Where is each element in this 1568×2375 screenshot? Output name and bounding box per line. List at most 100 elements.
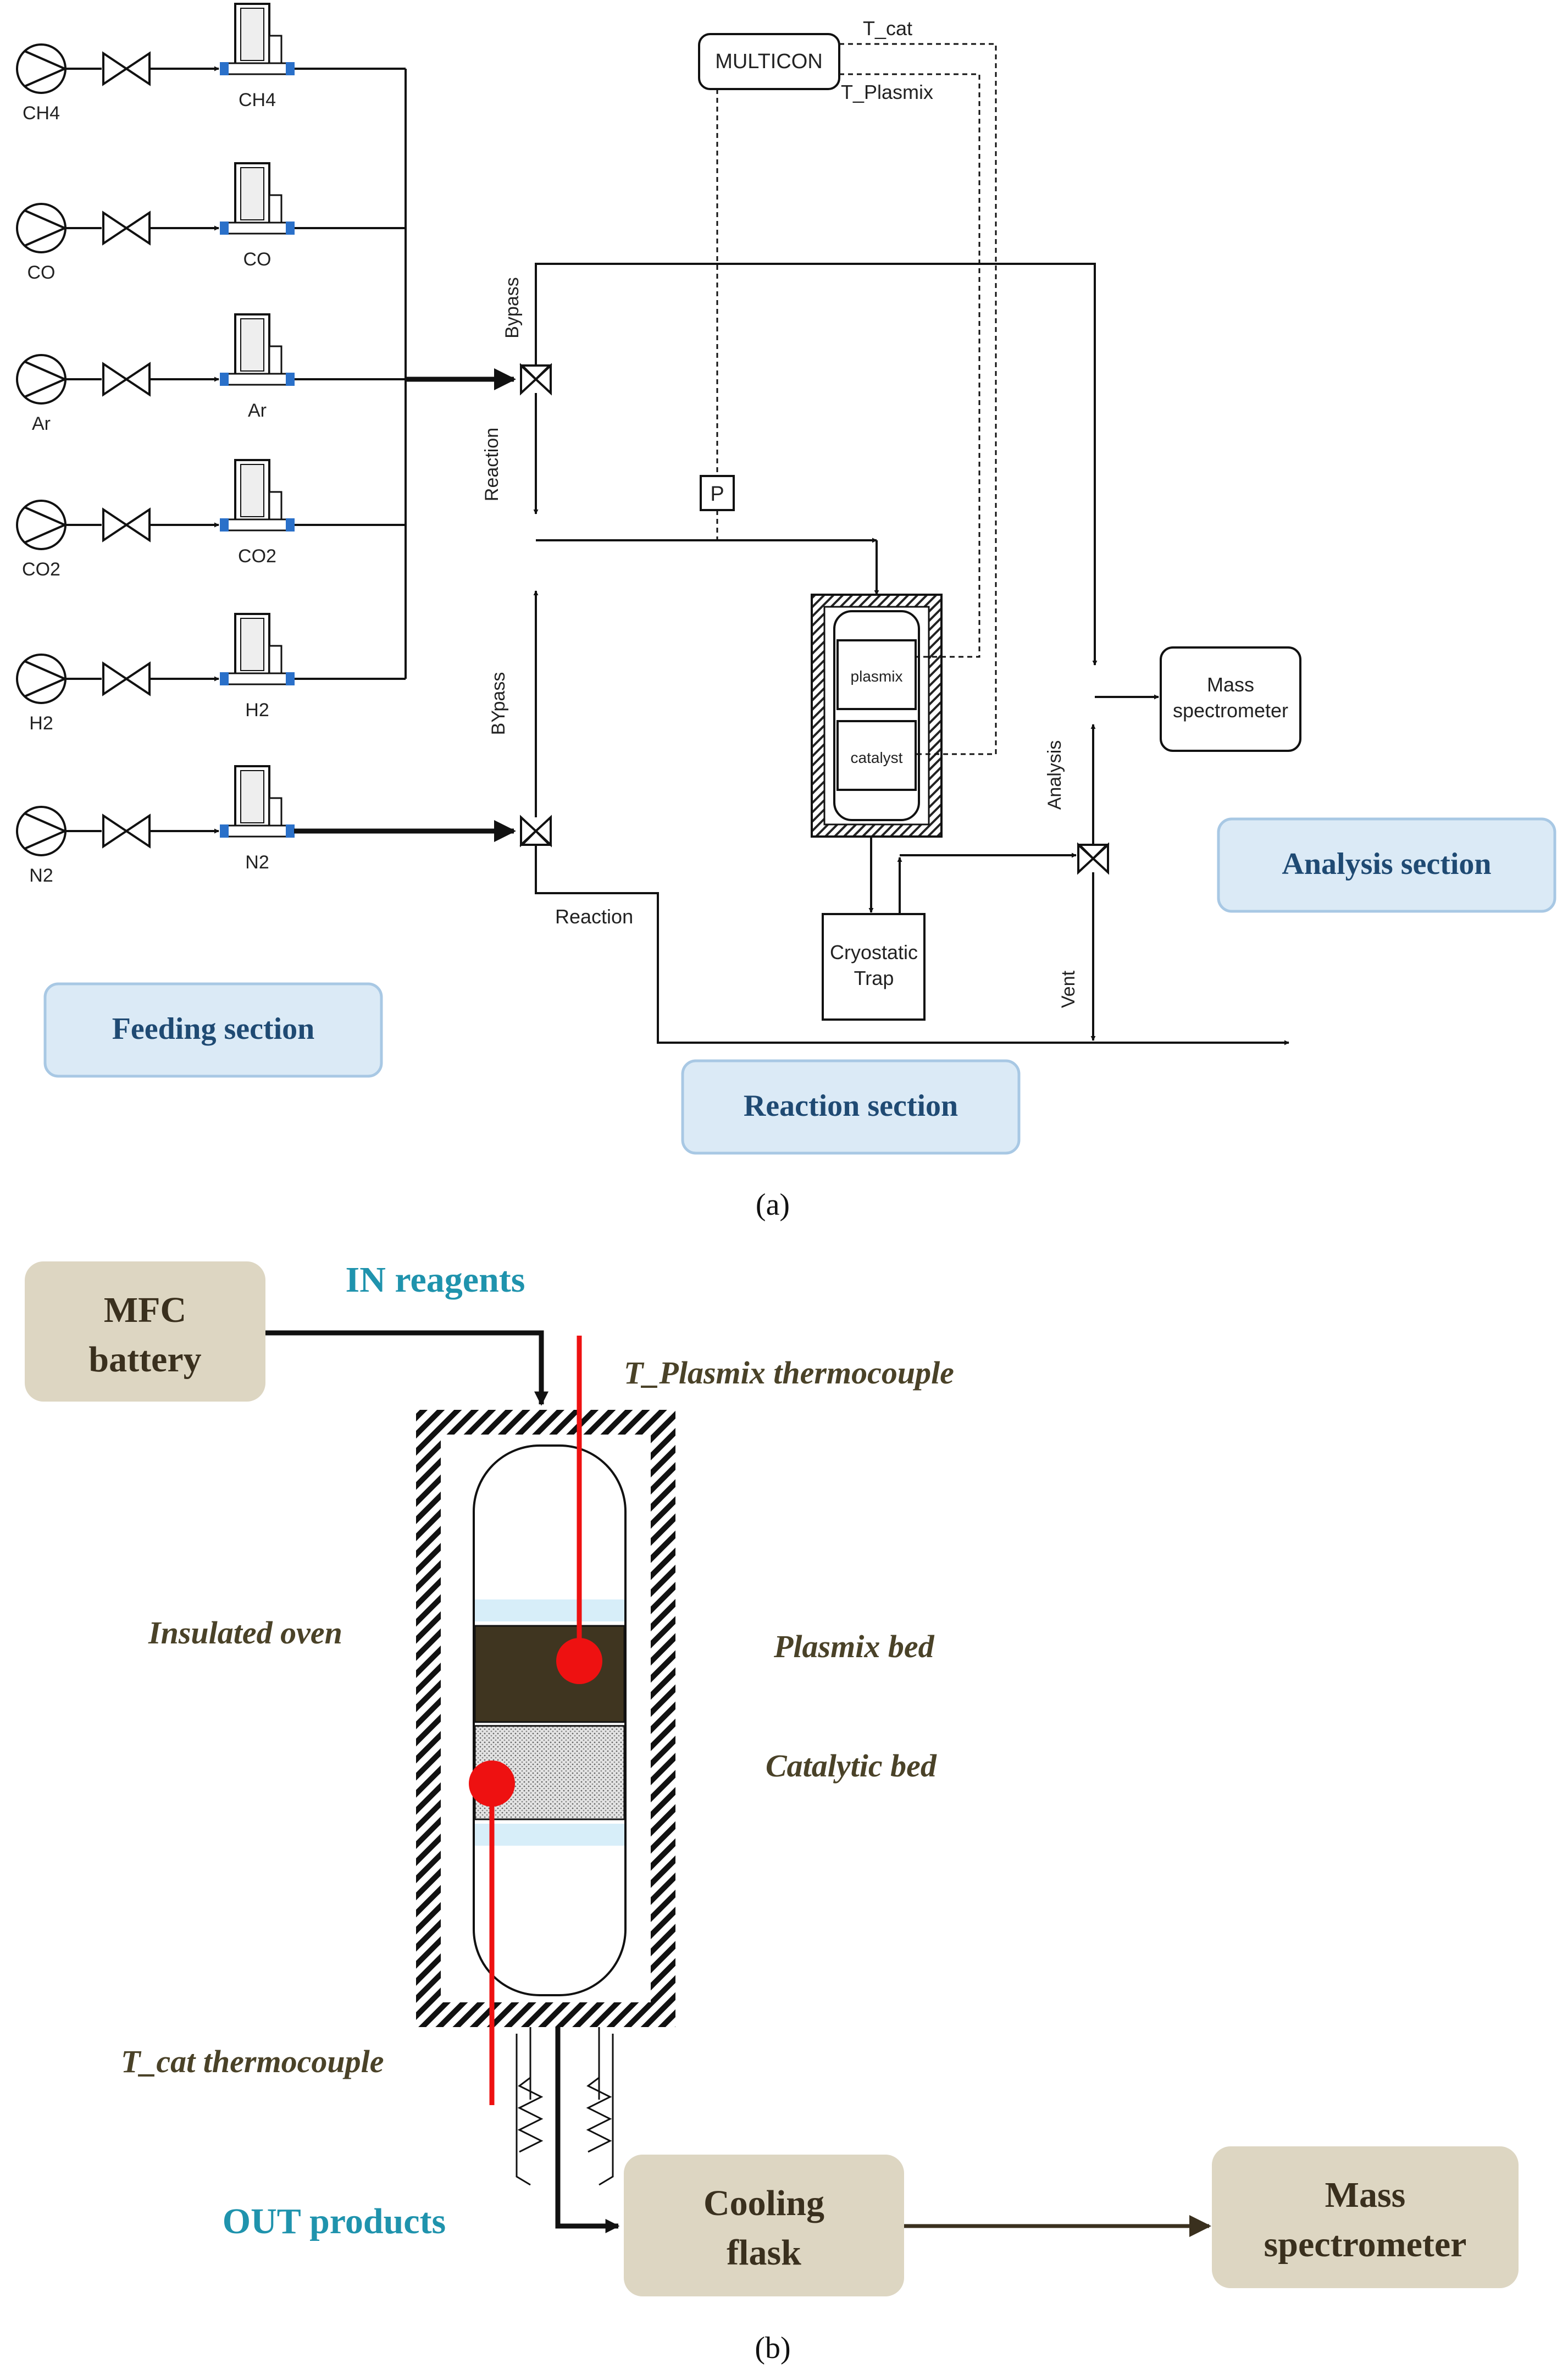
mfc-icon-side bbox=[268, 35, 282, 65]
needle-valve-icon-half bbox=[124, 661, 151, 696]
plasmix-bed bbox=[474, 1625, 625, 1723]
mfc-battery-label-1: MFC bbox=[104, 1290, 186, 1330]
gas-source-arrow bbox=[24, 660, 68, 697]
reaction-section-label: Reaction section bbox=[744, 1089, 958, 1123]
three-way-valve-bottom bbox=[519, 815, 552, 848]
gas-label: CH4 bbox=[23, 103, 60, 124]
feeding-section-box bbox=[43, 982, 383, 1078]
plasmix-box bbox=[836, 639, 917, 710]
gas-source-icon bbox=[16, 500, 67, 550]
analysis-section-box bbox=[1217, 817, 1556, 913]
needle-valve-icon-half bbox=[124, 507, 151, 542]
catalyst-box bbox=[836, 720, 917, 791]
mfc-inlet-fitting bbox=[220, 672, 229, 685]
caption-b: (b) bbox=[755, 2331, 790, 2365]
t-cat-thermocouple-label: T_cat thermocouple bbox=[121, 2044, 384, 2079]
bypass-bottom-label: BYpass bbox=[488, 672, 509, 735]
plasmix-label: plasmix bbox=[851, 668, 903, 685]
catalyst-label: catalyst bbox=[851, 749, 903, 766]
out-product-line bbox=[555, 2027, 620, 2233]
cooling-flask-label-1: Cooling bbox=[703, 2183, 824, 2223]
needle-valve-icon bbox=[102, 813, 129, 849]
mfc-battery-box bbox=[25, 1261, 265, 1402]
multicon-label: MULTICON bbox=[715, 50, 823, 73]
gas-label: H2 bbox=[29, 713, 53, 734]
mfc-base bbox=[220, 672, 295, 685]
analysis-label: Analysis bbox=[1044, 740, 1065, 810]
mfc-inlet-fitting bbox=[220, 62, 229, 75]
reactor bbox=[811, 594, 943, 838]
needle-valve-icon-half bbox=[124, 813, 151, 849]
cooling-flask-label-2: flask bbox=[727, 2233, 801, 2273]
needle-valve-icon bbox=[102, 362, 129, 397]
mfc-outlet-fitting bbox=[286, 824, 295, 838]
mfc-icon-side bbox=[268, 645, 282, 676]
cryostatic-label-1: Cryostatic bbox=[830, 941, 918, 964]
in-reagent-line bbox=[265, 1330, 548, 1406]
mfc-label: CO bbox=[243, 249, 272, 270]
gas-source-arrow bbox=[24, 361, 68, 398]
t-plasmix-tip bbox=[556, 1638, 602, 1684]
mfc-icon-display bbox=[240, 8, 264, 61]
gas-source-icon bbox=[16, 354, 67, 405]
mfc-base bbox=[220, 373, 295, 386]
bypass-line bbox=[535, 263, 1098, 666]
condenser-coil bbox=[516, 2027, 614, 2186]
mfc-inlet-fitting bbox=[220, 518, 229, 532]
mfc-icon-display bbox=[240, 167, 264, 220]
mfc-base bbox=[220, 62, 295, 75]
bypass-top-label: Bypass bbox=[502, 277, 523, 339]
needle-valve-icon-half bbox=[124, 51, 151, 86]
mfc-icon-display bbox=[240, 770, 264, 823]
mfc-inlet-fitting bbox=[220, 373, 229, 386]
needle-valve-icon bbox=[102, 661, 129, 696]
cryostatic-trap-box bbox=[822, 913, 926, 1021]
reaction-bottom-label: Reaction bbox=[555, 905, 633, 928]
mfc-label: H2 bbox=[245, 700, 269, 721]
mfc-base bbox=[220, 518, 295, 532]
mfc-inlet-fitting bbox=[220, 222, 229, 235]
feeding-section-label: Feeding section bbox=[112, 1012, 315, 1046]
glass-wool-bottom bbox=[475, 1824, 624, 1846]
reaction-top-label: Reaction bbox=[481, 428, 502, 501]
caption-a: (a) bbox=[756, 1188, 790, 1222]
gas-source-icon bbox=[16, 43, 67, 94]
reaction-line-bottom bbox=[535, 845, 1289, 1045]
reaction-section-box bbox=[681, 1059, 1021, 1155]
mfc-icon-display bbox=[240, 464, 264, 517]
three-way-valve-analysis bbox=[1077, 842, 1110, 875]
mass-spectrometer-box-a bbox=[1160, 646, 1301, 752]
needle-valve-icon bbox=[102, 507, 129, 542]
gas-source-icon bbox=[16, 806, 67, 856]
mass-spec-label-a-2: spectrometer bbox=[1173, 699, 1288, 722]
mfc-label: N2 bbox=[245, 852, 269, 873]
multicon-box bbox=[698, 33, 840, 90]
t-cat-tip bbox=[469, 1761, 515, 1807]
out-products-label: OUT products bbox=[223, 2201, 446, 2241]
gas-source-icon bbox=[16, 654, 67, 704]
mfc-label: Ar bbox=[248, 400, 267, 421]
mfc-icon-side bbox=[268, 194, 282, 225]
gas-source-icon bbox=[16, 203, 67, 253]
gas-label: CO bbox=[27, 262, 56, 283]
gas-source-arrow bbox=[24, 50, 68, 87]
mfc-outlet-fitting bbox=[286, 222, 295, 235]
gas-source-arrow bbox=[24, 506, 68, 544]
mfc-icon-side bbox=[268, 345, 282, 376]
three-way-valve-top bbox=[519, 363, 552, 396]
mfc-outlet-fitting bbox=[286, 672, 295, 685]
pressure-label: P bbox=[710, 483, 724, 506]
needle-valve-icon-half bbox=[124, 362, 151, 397]
mfc-battery-label-2: battery bbox=[88, 1339, 201, 1380]
t-plasmix-thermocouple-label: T_Plasmix thermocouple bbox=[624, 1355, 954, 1391]
in-reagents-label: IN reagents bbox=[346, 1260, 525, 1300]
mfc-outlet-fitting bbox=[286, 62, 295, 75]
needle-valve-icon bbox=[102, 51, 129, 86]
needle-valve-icon bbox=[102, 211, 129, 246]
mfc-icon-display bbox=[240, 318, 264, 372]
mass-spec-label-a-1: Mass bbox=[1207, 673, 1254, 696]
mfc-label: CO2 bbox=[238, 546, 276, 567]
mass-spectrometer-box-b bbox=[1212, 2146, 1519, 2288]
